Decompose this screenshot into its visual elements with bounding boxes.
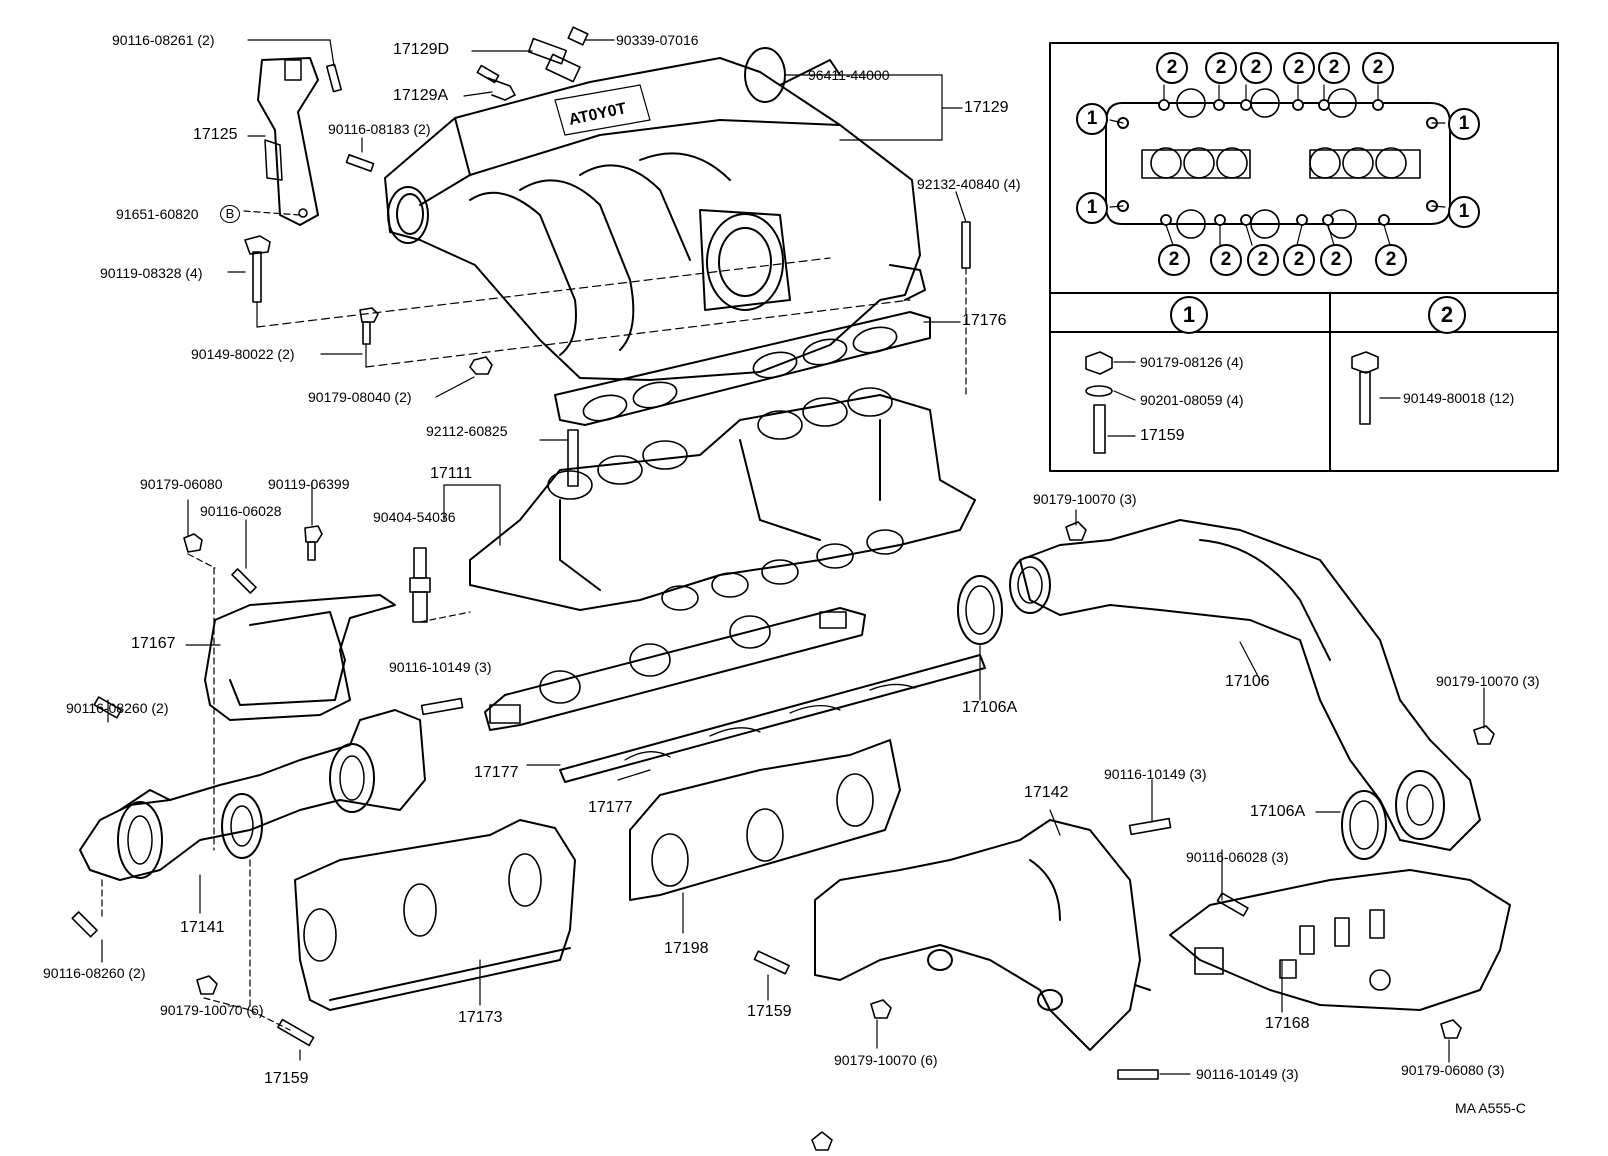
exhaust-gasket-17177-left	[484, 607, 866, 731]
gasket-17198	[629, 739, 901, 901]
fitting-90404	[409, 547, 431, 623]
legend-part-90201-08059: 90201-08059 (4)	[1140, 392, 1244, 408]
gasket-ring-17106a-lower	[1341, 790, 1387, 860]
legend-callout-2-d: 2	[1283, 52, 1315, 84]
part-label-17176: 17176	[962, 312, 1007, 329]
part-label-17106a-lower: 17106A	[1250, 803, 1306, 820]
legend-part-17159: 17159	[1140, 427, 1185, 444]
upper-left-fasteners	[244, 63, 971, 487]
legend-callout-2-g: 2	[1158, 244, 1190, 276]
svg-text:AT0Y0T: AT0Y0T	[567, 100, 628, 129]
part-label-90179-10070-bottom: 90179-10070 (6)	[834, 1052, 938, 1068]
drawing-ref-code: MA A555-C	[1455, 1100, 1526, 1116]
part-label-90116-06028: 90116-06028	[200, 503, 282, 519]
part-label-90116-08183: 90116-08183 (2)	[328, 121, 431, 137]
legend-callout-1-c: 1	[1076, 192, 1108, 224]
part-label-90119-08328: 90119-08328 (4)	[100, 265, 203, 281]
part-label-17106: 17106	[1225, 673, 1270, 690]
part-label-90119-06399: 90119-06399	[268, 476, 350, 492]
part-label-17159-left: 17159	[264, 1070, 309, 1087]
mid-left-fasteners	[183, 525, 323, 594]
part-label-90179-10070-left: 90179-10070 (6)	[160, 1002, 264, 1018]
part-label-17106a-upper: 17106A	[962, 699, 1018, 716]
part-label-92132-40840: 92132-40840 (4)	[917, 176, 1021, 192]
front-pipe-17106	[1009, 519, 1481, 851]
legend-callout-2-i: 2	[1247, 244, 1279, 276]
legend-callout-2-h: 2	[1210, 244, 1242, 276]
part-label-17125: 17125	[193, 126, 238, 143]
vacuum-fittings	[476, 26, 589, 101]
part-label-90179-10070-right: 90179-10070 (3)	[1436, 673, 1540, 689]
leader-lines	[101, 39, 1485, 1075]
part-label-96411-44000: 96411-44000	[808, 67, 890, 83]
plenum-gasket-17176	[554, 311, 931, 426]
legend-callout-2-k: 2	[1320, 244, 1352, 276]
part-label-17177-left: 17177	[474, 764, 519, 781]
intake-manifold-17111	[469, 387, 976, 611]
legend-callout-1-d: 1	[1448, 196, 1480, 228]
part-label-90339-07016: 90339-07016	[616, 32, 699, 48]
legend-part-90149-80018: 90149-80018 (12)	[1403, 390, 1515, 406]
part-label-90149-80022: 90149-80022 (2)	[191, 346, 295, 362]
exhaust-gasket-17177-center	[559, 654, 986, 783]
part-label-91651-60820: 91651-60820	[116, 206, 199, 222]
callout-b: B	[220, 205, 240, 223]
heat-shield-17173	[294, 819, 576, 1011]
exhaust-manifold-17142	[814, 819, 1151, 1051]
legend-callout-1-b: 1	[1448, 108, 1480, 140]
misc-nuts-studs	[196, 521, 1495, 1080]
part-label-90179-08040: 90179-08040 (2)	[308, 389, 412, 405]
heat-shield-17168	[1169, 869, 1511, 1011]
legend-callout-2-l: 2	[1375, 244, 1407, 276]
part-label-90179-10070-upper: 90179-10070 (3)	[1033, 491, 1137, 507]
part-label-17173: 17173	[458, 1009, 503, 1026]
part-label-90116-08260-upper: 90116-08260 (2)	[66, 700, 169, 716]
part-label-92112-60825: 92112-60825	[426, 423, 508, 439]
part-label-90116-06028-right: 90116-06028 (3)	[1186, 849, 1289, 865]
part-label-17167: 17167	[131, 635, 176, 652]
part-label-17168: 17168	[1265, 1015, 1310, 1032]
part-label-90116-10149-left: 90116-10149 (3)	[389, 659, 492, 675]
part-label-90179-06080-bottom: 90179-06080 (3)	[1401, 1062, 1505, 1078]
plug-96411	[744, 47, 786, 103]
insulator-17167	[204, 594, 396, 721]
part-label-90116-08261: 90116-08261 (2)	[112, 32, 215, 48]
part-label-17159-center: 17159	[747, 1003, 792, 1020]
legend-callout-2-a: 2	[1156, 52, 1188, 84]
part-label-90116-10149-bottom: 90116-10149 (3)	[1196, 1066, 1299, 1082]
part-label-17129d: 17129D	[393, 41, 450, 58]
part-label-17177-center: 17177	[588, 799, 633, 816]
part-label-90116-08260-lower: 90116-08260 (2)	[43, 965, 146, 981]
legend-header-1: 1	[1170, 296, 1208, 334]
part-label-17198: 17198	[664, 940, 709, 957]
part-label-17142: 17142	[1024, 784, 1069, 801]
legend-callout-2-e: 2	[1318, 52, 1350, 84]
part-label-17129: 17129	[964, 99, 1009, 116]
part-label-17111: 17111	[430, 465, 473, 482]
legend-callout-2-f: 2	[1362, 52, 1394, 84]
part-label-90179-06080: 90179-06080	[140, 476, 223, 492]
legend-header-2: 2	[1428, 296, 1466, 334]
part-label-17129a: 17129A	[393, 87, 449, 104]
legend-callout-2-j: 2	[1283, 244, 1315, 276]
legend-callout-2-b: 2	[1205, 52, 1237, 84]
part-label-17141: 17141	[180, 919, 225, 936]
legend-callout-2-c: 2	[1240, 52, 1272, 84]
gasket-ring-17106a-upper	[957, 575, 1003, 645]
bracket-17125	[257, 57, 319, 226]
legend-part-90179-08126: 90179-08126 (4)	[1140, 354, 1244, 370]
intake-plenum-17129: AT0Y0T	[384, 57, 926, 381]
bottom-symbol	[811, 1131, 833, 1151]
part-label-90404-54036: 90404-54036	[373, 509, 456, 525]
part-label-90116-10149-right: 90116-10149 (3)	[1104, 766, 1207, 782]
legend-callout-1-a: 1	[1076, 103, 1108, 135]
exhaust-manifold-17141	[71, 696, 464, 938]
